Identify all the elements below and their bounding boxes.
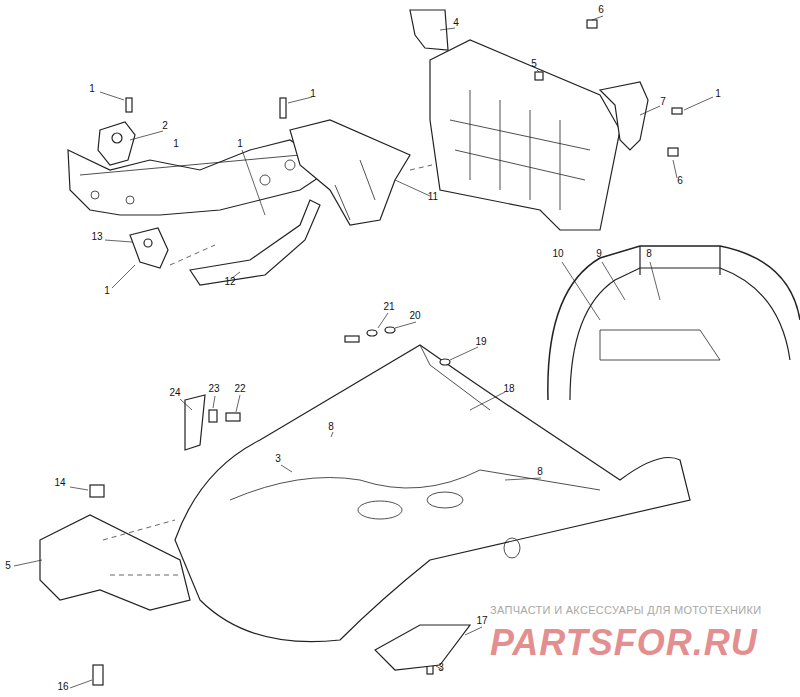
callout-number: 13 bbox=[91, 231, 102, 242]
callout-number: 23 bbox=[208, 383, 219, 394]
callout-number: 5 bbox=[5, 560, 11, 571]
callout-number: 1 bbox=[173, 138, 179, 149]
callout-number: 16 bbox=[57, 681, 68, 692]
callout-number: 3 bbox=[275, 453, 281, 464]
callout-number: 4 bbox=[453, 17, 459, 28]
callout-number: 8 bbox=[328, 421, 334, 432]
callout-number: 5 bbox=[531, 58, 537, 69]
callout-number: 10 bbox=[552, 248, 563, 259]
callout-number: 19 bbox=[475, 336, 486, 347]
callout-number: 20 bbox=[409, 310, 420, 321]
watermark-logo: PARTSFOR.RU bbox=[490, 624, 758, 662]
callout-number: 8 bbox=[537, 466, 543, 477]
watermark-text: ЗАПЧАСТИ И АКСЕССУАРЫ ДЛЯ МОТОТЕХНИКИ bbox=[490, 605, 761, 616]
callout-number: 18 bbox=[503, 383, 514, 394]
callout-number: 22 bbox=[234, 383, 245, 394]
callout-number: 1 bbox=[104, 285, 110, 296]
callout-number: 9 bbox=[596, 248, 602, 259]
callout-number: 14 bbox=[54, 477, 65, 488]
callout-number: 1 bbox=[237, 138, 243, 149]
callout-number: 7 bbox=[660, 96, 666, 107]
callout-number: 3 bbox=[438, 662, 444, 673]
callout-number: 21 bbox=[383, 301, 394, 312]
callout-number: 6 bbox=[598, 4, 604, 15]
callout-number: 11 bbox=[428, 191, 438, 202]
callout-number: 1 bbox=[310, 88, 316, 99]
callout-number: 2 bbox=[162, 120, 168, 131]
callout-number: 1 bbox=[715, 88, 721, 99]
callout-number: 12 bbox=[224, 276, 235, 287]
callout-number: 6 bbox=[677, 175, 683, 186]
callout-number: 8 bbox=[646, 248, 652, 259]
callout-number: 1 bbox=[89, 83, 95, 94]
callout-number: 17 bbox=[476, 615, 487, 626]
callout-number: 24 bbox=[169, 387, 180, 398]
